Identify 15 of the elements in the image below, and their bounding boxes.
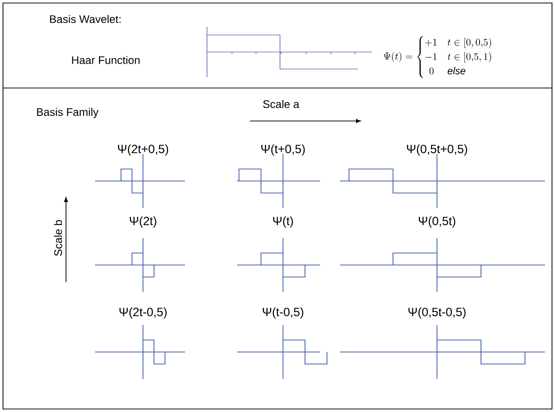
function-label: Ψ(0,5t-0,5): [408, 307, 466, 319]
function-label: Ψ(0,5t+0,5): [406, 144, 468, 156]
axis-label: Scale a: [263, 100, 300, 108]
function-label: Ψ(t+0,5): [261, 144, 305, 156]
panel-heading: Basis Family: [37, 108, 98, 118]
function-name: Haar Function: [72, 56, 140, 64]
panel-heading: Basis Wavelet:: [50, 14, 121, 24]
axis-label: Scale b: [54, 220, 62, 256]
function-label: Ψ(t): [273, 216, 293, 228]
formula: $\Psi(t) = \begin{cases}+1 & t\in[0,0{,}5)\\ -1 & t\in[0{,}5,1)\\ \ \,0 & \mathit{else}\end{cases}$: [384, 36, 492, 78]
function-label: Ψ(2t-0,5): [120, 307, 167, 319]
function-label: Ψ(0,5t): [418, 216, 456, 228]
function-label: Ψ(2t+0,5): [118, 144, 168, 156]
function-label: Ψ(t-0,5): [262, 307, 304, 319]
function-label: Ψ(2t): [130, 216, 156, 228]
